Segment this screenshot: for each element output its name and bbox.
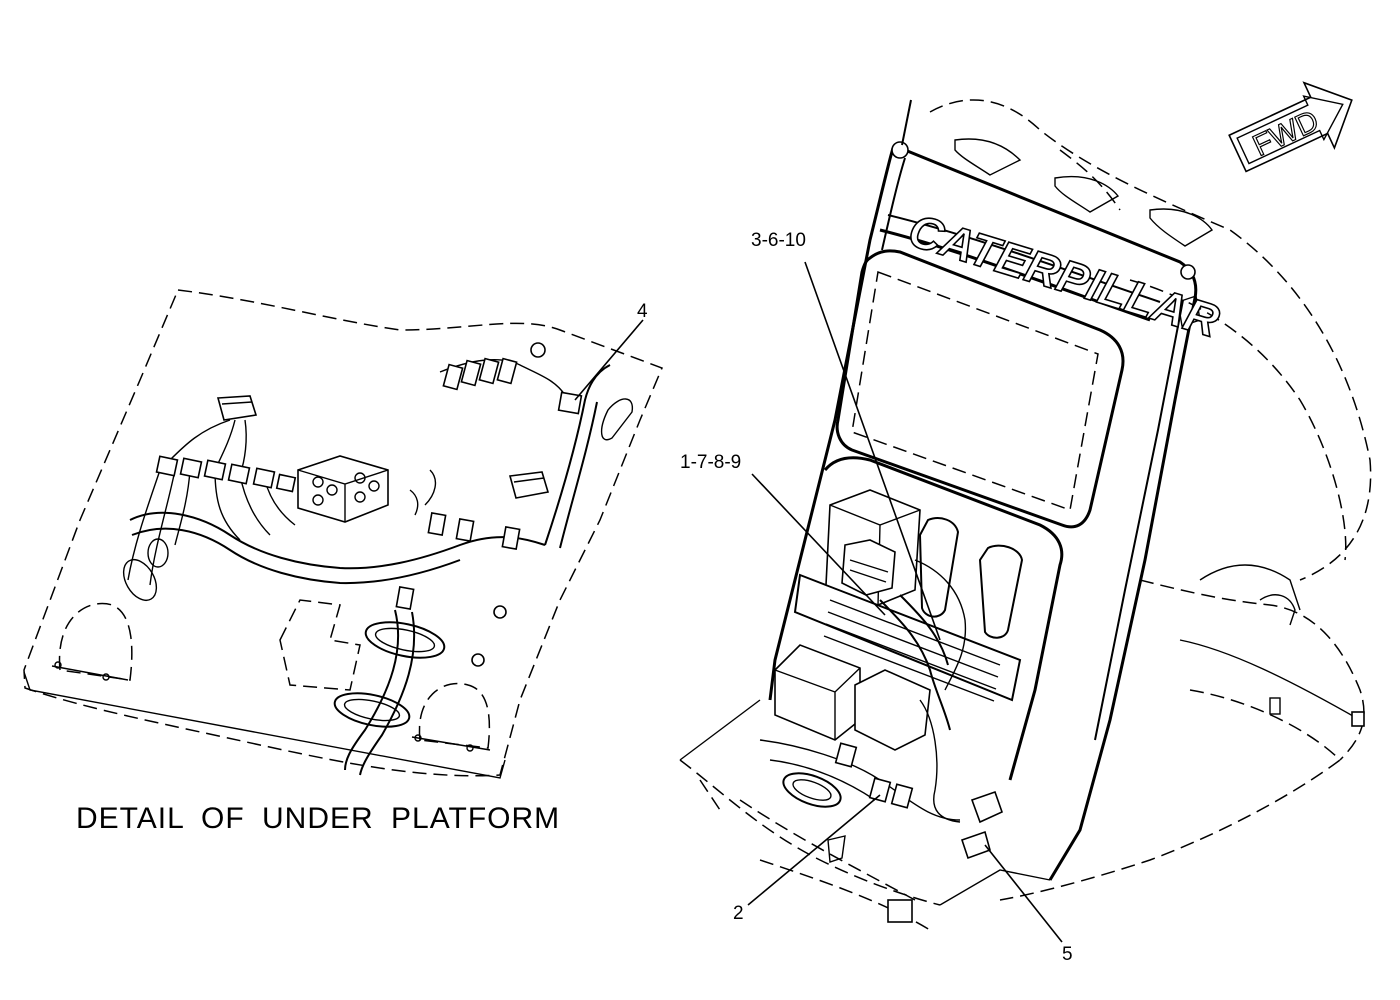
callout-1-7-8-9: 1-7-8-9: [680, 452, 742, 473]
forward-arrow-icon: FWD: [1228, 81, 1353, 173]
leader-4: [574, 319, 644, 401]
cab-view: [679, 99, 1372, 931]
callout-4: 4: [637, 301, 648, 322]
callout-2: 2: [733, 903, 744, 924]
callout-5: 5: [1062, 944, 1073, 965]
leader-1-7-8-9: [751, 473, 886, 616]
caterpillar-logo: CATERPILLAR: [902, 203, 1226, 348]
detail-caption: DETAIL OF UNDER PLATFORM: [76, 802, 561, 835]
leader-5: [984, 844, 1063, 943]
leader-2: [747, 794, 881, 906]
svg-text:CATERPILLAR: CATERPILLAR: [903, 204, 1225, 348]
leader-3-6-10: [804, 261, 941, 641]
platform-detail: [23, 289, 663, 779]
callout-3-6-10: 3-6-10: [751, 230, 806, 251]
